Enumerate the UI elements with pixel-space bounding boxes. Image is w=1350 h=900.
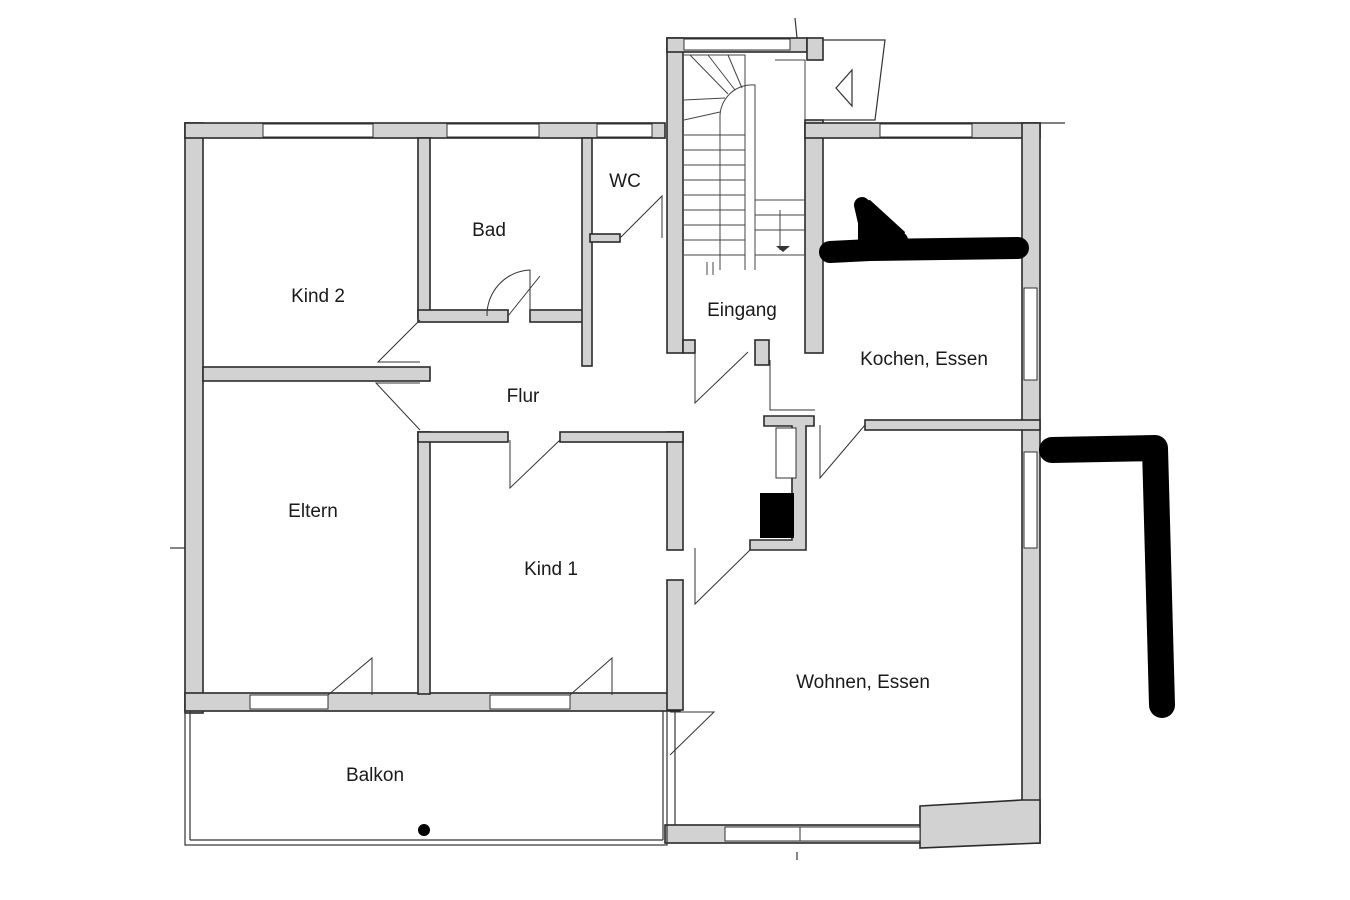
room-label-kochen-essen: Kochen, Essen <box>860 349 988 370</box>
room-label-balkon: Balkon <box>346 765 404 786</box>
doors <box>327 194 866 756</box>
entrance-canopy <box>794 17 886 121</box>
room-label-eingang: Eingang <box>707 300 777 321</box>
marker-scribbles <box>418 197 1175 836</box>
windows <box>249 38 1038 842</box>
room-label-kind1: Kind 1 <box>524 559 578 580</box>
room-label-flur: Flur <box>507 386 540 407</box>
room-label-bad: Bad <box>472 220 506 241</box>
room-label-kind2: Kind 2 <box>291 286 345 307</box>
balcony-outline <box>184 710 676 846</box>
outer-walls <box>184 37 1041 849</box>
staircase <box>683 54 806 275</box>
room-label-wc: WC <box>609 171 641 192</box>
room-label-eltern: Eltern <box>288 501 338 522</box>
room-label-wohnen-essen: Wohnen, Essen <box>796 672 930 693</box>
interior-walls <box>202 137 1041 695</box>
room-labels: Kind 2 Bad WC Eingang Kochen, Essen Flur… <box>288 171 988 786</box>
